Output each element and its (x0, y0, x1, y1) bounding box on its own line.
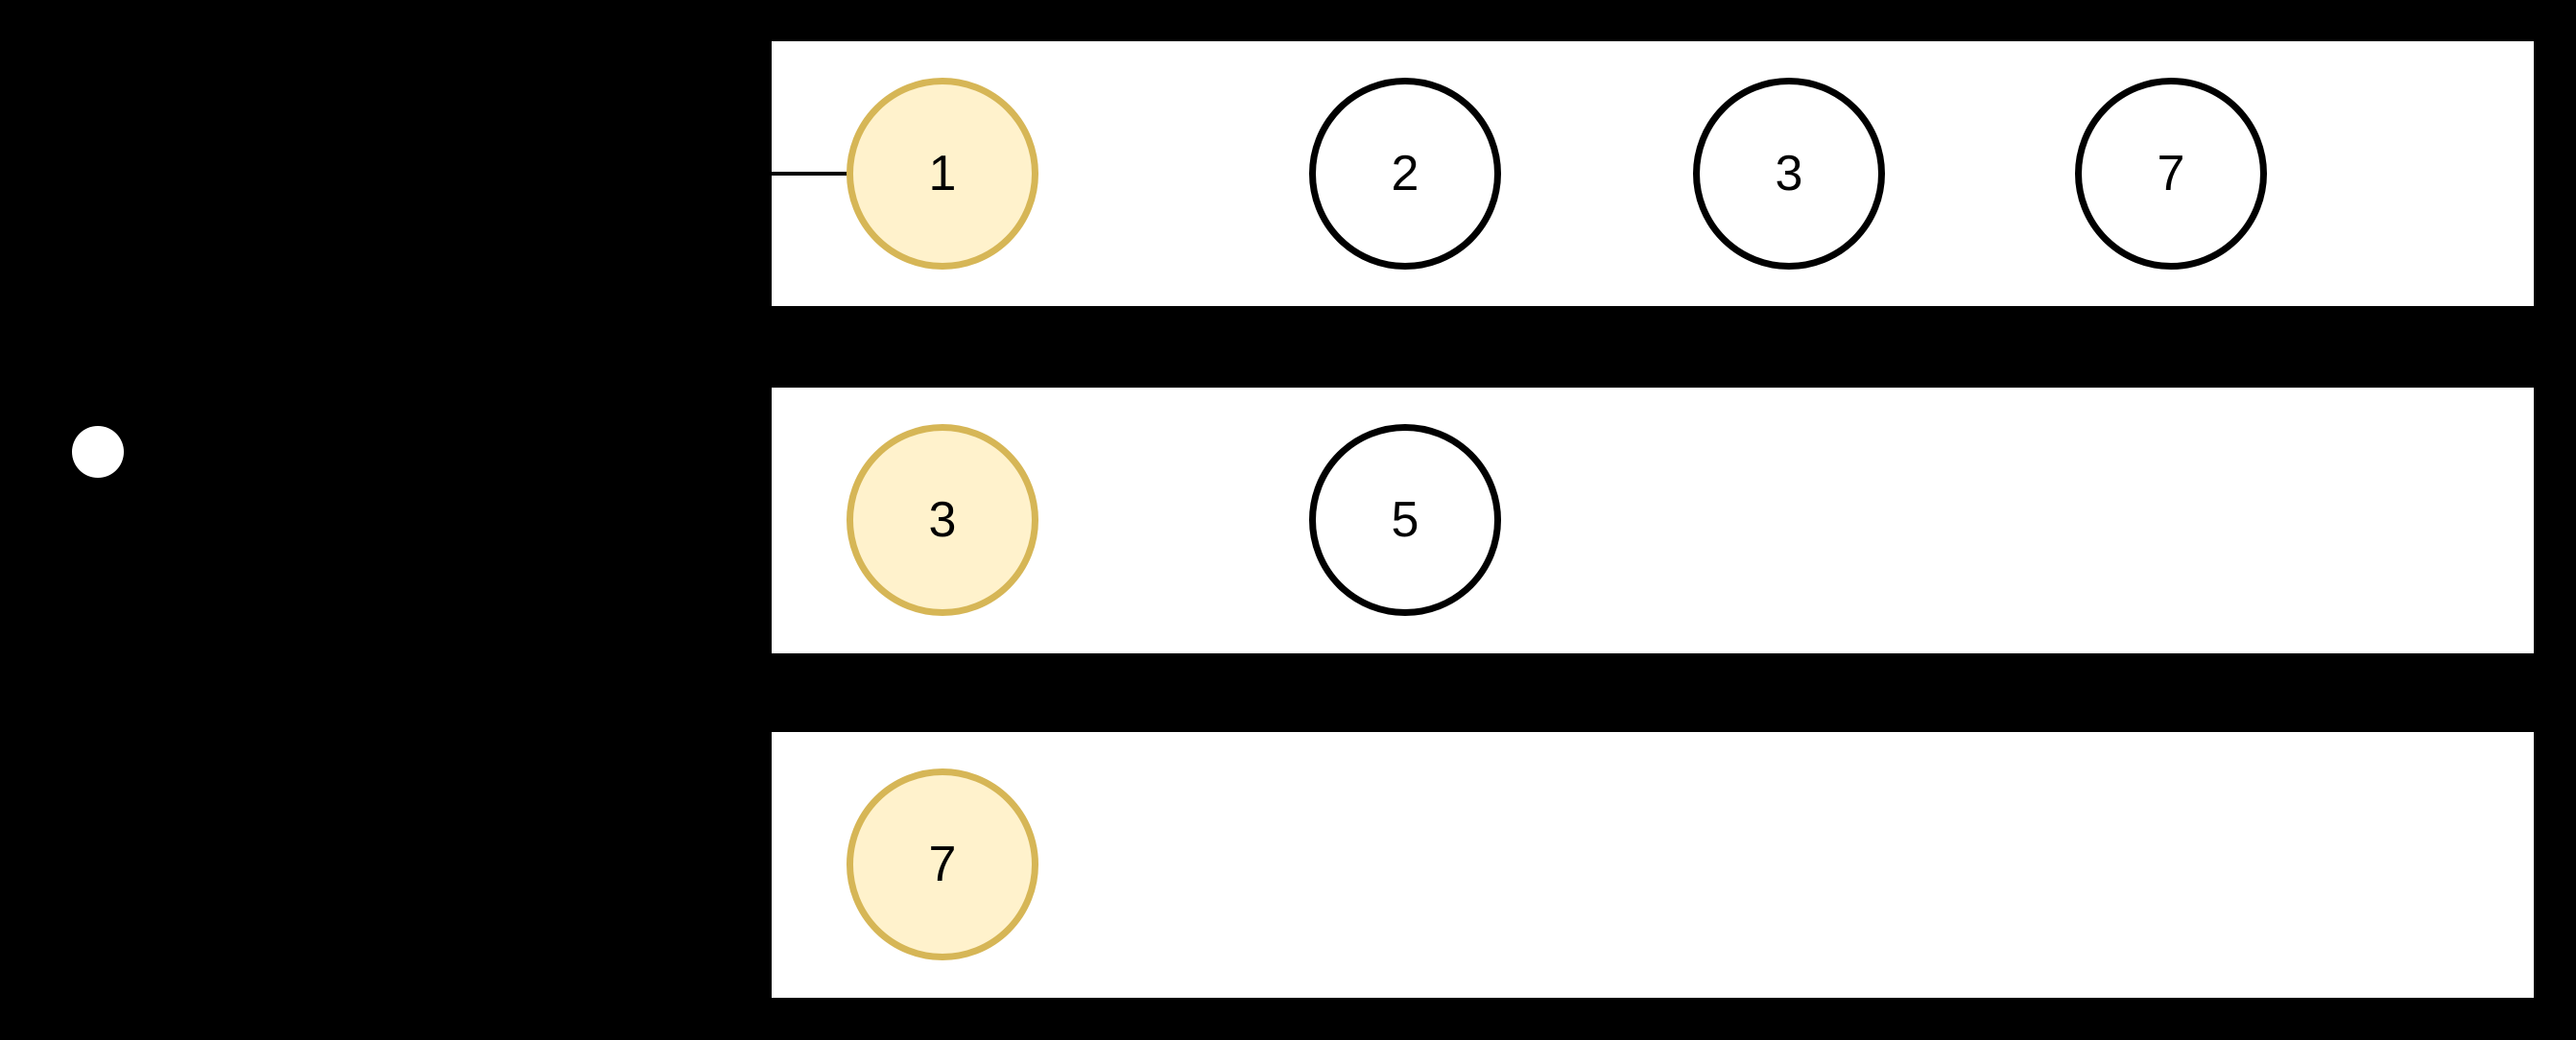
pointer-dot (72, 426, 124, 478)
node-value: 1 (928, 146, 957, 201)
node-value: 5 (1391, 492, 1419, 548)
list-row-2: 3 5 (772, 388, 2534, 653)
node-circle: 7 (2075, 78, 2267, 270)
incoming-edge-line (772, 172, 850, 176)
node-circle-highlighted: 3 (847, 424, 1038, 616)
node-circle-highlighted: 1 (847, 78, 1038, 270)
node-circle-highlighted: 7 (847, 768, 1038, 960)
node-value: 7 (2157, 146, 2185, 201)
node-circle: 2 (1309, 78, 1501, 270)
node-value: 2 (1391, 146, 1419, 201)
node-value: 7 (928, 837, 957, 892)
node-circle: 5 (1309, 424, 1501, 616)
node-value: 3 (1775, 146, 1803, 201)
node-circle: 3 (1693, 78, 1885, 270)
node-value: 3 (928, 492, 957, 548)
list-row-3: 7 (772, 732, 2534, 998)
list-row-1: 1 2 3 7 (772, 41, 2534, 306)
